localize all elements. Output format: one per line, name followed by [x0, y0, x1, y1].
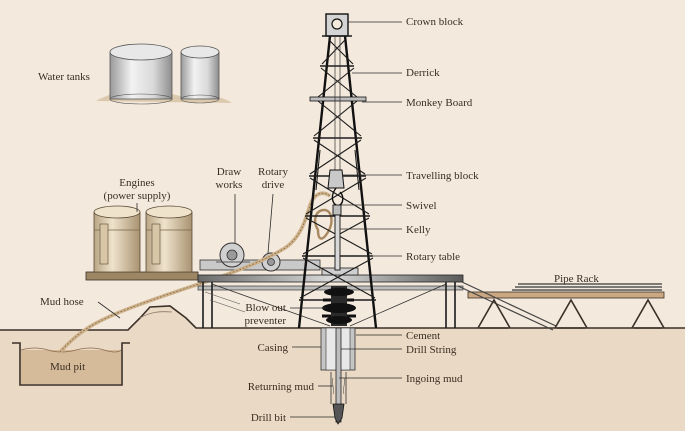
label-blow-out-preventer: Blow out: [245, 302, 286, 314]
label-rotary-table: Rotary table: [406, 251, 460, 263]
water-tanks: [96, 44, 232, 104]
label-rotary-drive: Rotary: [258, 166, 288, 178]
label-mud-hose: Mud hose: [40, 296, 84, 308]
pipe-rack: [458, 282, 664, 330]
label-pipe-rack: Pipe Rack: [554, 273, 599, 285]
label-kelly: Kelly: [406, 224, 431, 236]
label-rotary-drive-sub: drive: [262, 179, 285, 191]
engines: [86, 206, 198, 280]
label-engines-sub: (power supply): [104, 190, 171, 202]
label-draw-works: Draw: [217, 166, 241, 178]
label-ingoing-mud: Ingoing mud: [406, 373, 463, 385]
label-casing: Casing: [257, 342, 288, 354]
blow-out-preventer: [322, 286, 356, 326]
label-derrick: Derrick: [406, 67, 440, 79]
label-swivel: Swivel: [406, 200, 437, 212]
label-cement: Cement: [406, 330, 440, 342]
label-crown-block: Crown block: [406, 16, 464, 28]
label-monkey-board: Monkey Board: [406, 97, 473, 109]
label-engines: Engines: [119, 177, 154, 189]
label-drill-bit: Drill bit: [251, 412, 286, 424]
label-mud-pit: Mud pit: [50, 361, 85, 373]
label-drill-string: Drill String: [406, 344, 457, 356]
label-travelling-block: Travelling block: [406, 170, 479, 182]
label-blow-out-preventer-sub: preventer: [244, 315, 286, 327]
label-water-tanks: Water tanks: [38, 71, 90, 83]
label-returning-mud: Returning mud: [248, 381, 315, 393]
label-draw-works-sub: works: [216, 179, 243, 191]
draw-works-and-rotary-drive: [200, 243, 320, 271]
